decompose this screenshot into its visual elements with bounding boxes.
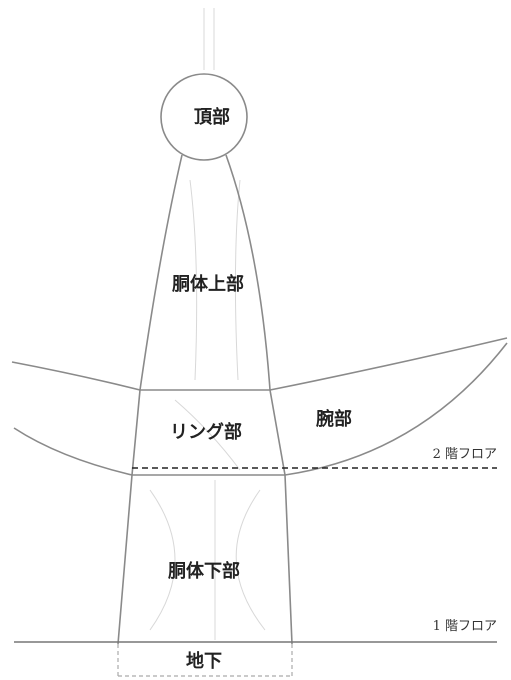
left-arm-outline <box>11 361 141 476</box>
arms-label: 腕部 <box>316 408 352 430</box>
ring-label: リング部 <box>170 421 242 443</box>
background-sketch <box>149 8 266 640</box>
top-label: 頂部 <box>194 106 230 128</box>
upper-body-label: 胴体上部 <box>172 273 244 295</box>
second-floor-label: 2 階フロア <box>433 447 497 462</box>
right-arm-outline <box>269 337 508 476</box>
lower-body-label: 胴体下部 <box>168 560 240 582</box>
top-sphere <box>160 73 248 161</box>
basement-outline <box>117 644 293 678</box>
ring-section-outline <box>131 389 286 476</box>
basement-label: 地下 <box>186 650 222 672</box>
lower-body-outline <box>117 474 293 645</box>
upper-body-outline <box>139 154 271 391</box>
first-floor-label: 1 階フロア <box>433 619 497 634</box>
